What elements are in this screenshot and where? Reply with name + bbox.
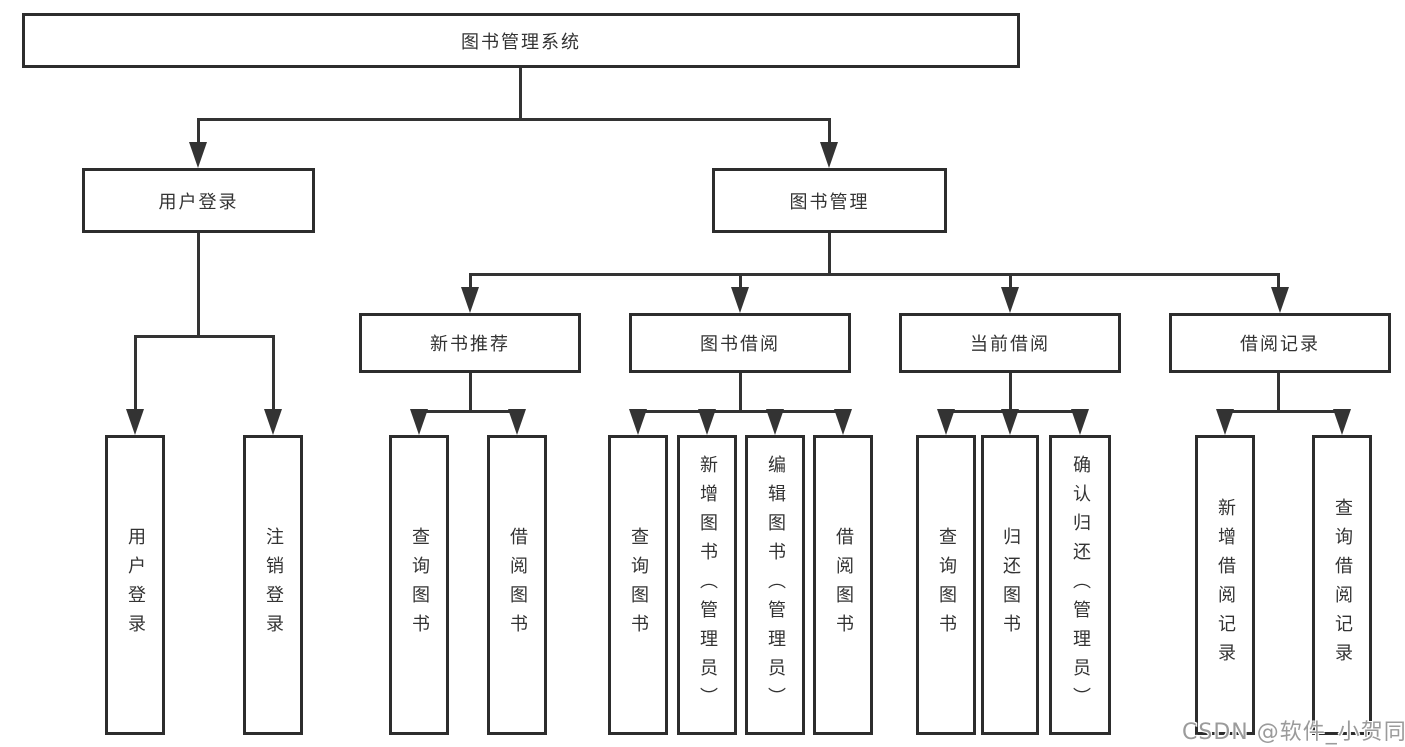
leaf-label: 注销登录 <box>263 527 284 643</box>
leaf-label: 查询借阅记录 <box>1332 498 1353 672</box>
connector-drop-leaf-user-login <box>134 335 137 411</box>
arrowhead-current-confirm <box>1071 409 1089 435</box>
connector-drop-book-borrow <box>739 273 742 291</box>
arrowhead-borrow-edit <box>766 409 784 435</box>
connector-new-book-split <box>417 410 520 413</box>
connector-current-borrow-stem <box>1009 373 1012 413</box>
arrowhead-records-add <box>1216 409 1234 435</box>
connector-borrow-records-stem <box>1277 373 1280 413</box>
leaf-borrow-add-books-admin: 新增图书（管理员） <box>677 435 737 735</box>
node-current-borrowing: 当前借阅 <box>899 313 1121 373</box>
node-label: 新书推荐 <box>430 334 510 355</box>
connector-drop-book-management <box>828 118 831 146</box>
arrowhead-leaf-user-login <box>126 409 144 435</box>
node-label: 图书借阅 <box>700 334 780 355</box>
connector-drop-current-borrow <box>1009 273 1012 291</box>
leaf-recommend-borrow-books: 借阅图书 <box>487 435 547 735</box>
arrowhead-user-login <box>189 142 207 168</box>
connector-user-login-stem <box>197 233 200 335</box>
leaf-borrow-edit-books-admin: 编辑图书（管理员） <box>745 435 805 735</box>
leaf-label: 归还图书 <box>1000 527 1021 643</box>
leaf-logout: 注销登录 <box>243 435 303 735</box>
leaf-records-query-record: 查询借阅记录 <box>1312 435 1372 735</box>
leaf-borrow-borrow-books: 借阅图书 <box>813 435 873 735</box>
connector-drop-borrow-records <box>1277 273 1280 291</box>
leaf-label: 查询图书 <box>936 527 957 643</box>
node-label: 用户登录 <box>158 191 239 213</box>
leaf-current-confirm-return-admin: 确认归还（管理员） <box>1049 435 1111 735</box>
csdn-watermark: CSDN @软件_小贺同学 <box>1182 720 1405 745</box>
arrowhead-borrow-borrow <box>834 409 852 435</box>
leaf-label: 借阅图书 <box>507 527 528 643</box>
node-label: 图书管理 <box>789 191 870 213</box>
leaf-current-query-books: 查询图书 <box>916 435 976 735</box>
leaf-label: 查询图书 <box>409 527 430 643</box>
connector-borrow-records-split <box>1223 410 1344 413</box>
node-borrowing-records: 借阅记录 <box>1169 313 1391 373</box>
leaf-borrow-query-books: 查询图书 <box>608 435 668 735</box>
connector-drop-new-book <box>469 273 472 291</box>
leaf-label: 借阅图书 <box>833 527 854 643</box>
arrowhead-borrow-add <box>698 409 716 435</box>
leaf-label: 确认归还（管理员） <box>1070 454 1091 716</box>
leaf-label: 查询图书 <box>628 527 649 643</box>
node-root-book-management-system: 图书管理系统 <box>22 13 1020 68</box>
connector-drop-leaf-logout <box>272 335 275 411</box>
arrowhead-records-query <box>1333 409 1351 435</box>
leaf-current-return-books: 归还图书 <box>981 435 1039 735</box>
arrowhead-recommend-borrow <box>508 409 526 435</box>
arrowhead-borrow-records <box>1271 287 1289 313</box>
arrowhead-new-book <box>461 287 479 313</box>
leaf-recommend-query-books: 查询图书 <box>389 435 449 735</box>
leaf-label: 用户登录 <box>125 527 146 643</box>
arrowhead-current-return <box>1001 409 1019 435</box>
connector-book-borrow-stem <box>739 373 742 413</box>
node-label: 当前借阅 <box>970 334 1050 355</box>
node-label: 借阅记录 <box>1240 334 1320 355</box>
connector-book-management-split <box>469 273 1280 276</box>
leaf-user-login: 用户登录 <box>105 435 165 735</box>
node-book-management: 图书管理 <box>712 168 947 233</box>
connector-new-book-stem <box>469 373 472 413</box>
connector-root-split <box>197 118 831 121</box>
arrowhead-recommend-query <box>410 409 428 435</box>
connector-book-borrow-split <box>636 410 845 413</box>
node-new-book-recommendation: 新书推荐 <box>359 313 581 373</box>
connector-root-stem <box>519 68 522 118</box>
arrowhead-borrow-query <box>629 409 647 435</box>
arrowhead-leaf-logout <box>264 409 282 435</box>
arrowhead-book-management <box>820 142 838 168</box>
connector-user-login-split <box>134 335 275 338</box>
leaf-records-add-record: 新增借阅记录 <box>1195 435 1255 735</box>
node-user-login: 用户登录 <box>82 168 315 233</box>
leaf-label: 新增借阅记录 <box>1215 498 1236 672</box>
connector-book-management-stem <box>828 233 831 273</box>
arrowhead-current-query <box>937 409 955 435</box>
node-label: 图书管理系统 <box>461 31 581 53</box>
connector-drop-user-login <box>197 118 200 146</box>
arrowhead-current-borrow <box>1001 287 1019 313</box>
leaf-label: 编辑图书（管理员） <box>765 454 786 716</box>
node-book-borrowing: 图书借阅 <box>629 313 851 373</box>
leaf-label: 新增图书（管理员） <box>697 454 718 716</box>
arrowhead-book-borrow <box>731 287 749 313</box>
